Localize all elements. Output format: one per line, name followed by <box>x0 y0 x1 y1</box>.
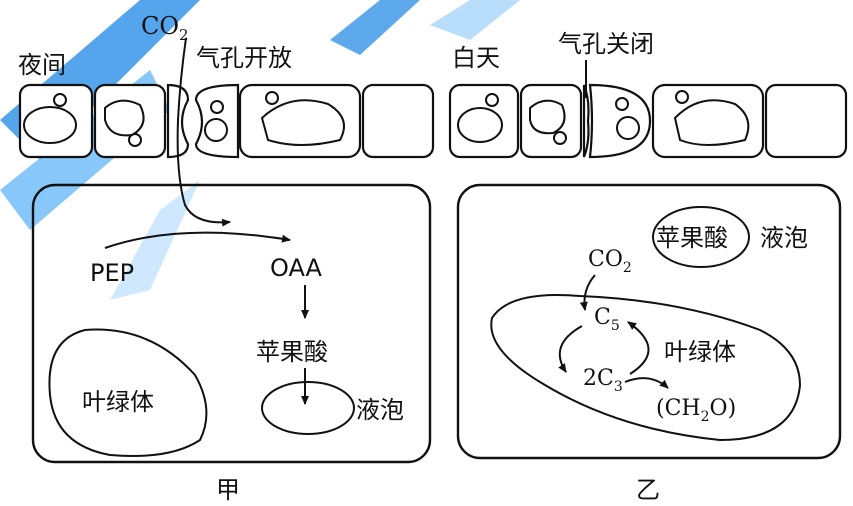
chloroplast-left <box>48 328 208 457</box>
chloroplast-label-right: 叶绿体 <box>664 338 736 366</box>
epidermal-cell <box>651 83 765 159</box>
epidermal-cell <box>238 83 362 159</box>
co2-entry-arrow <box>176 37 231 227</box>
c3-label: 2C3 <box>583 366 623 395</box>
c3-to-ch2o-arrow <box>624 377 669 389</box>
cell-nucleus <box>23 106 77 144</box>
oaa-label: OAA <box>270 254 323 282</box>
organelle <box>204 118 228 142</box>
cell-nucleus <box>529 99 566 135</box>
night-label: 夜间 <box>18 51 66 79</box>
co2-label-left: CO2 <box>141 12 189 44</box>
mesophyll-cell-left <box>31 183 432 464</box>
vacuole-label-right: 液泡 <box>760 224 808 252</box>
guard-cell <box>194 83 240 159</box>
organelle <box>53 93 67 107</box>
stoma-closed-label: 气孔关闭 <box>558 30 654 58</box>
chloroplast-label-left: 叶绿体 <box>82 388 154 416</box>
malic-acid-label-right: 苹果酸 <box>656 224 728 252</box>
organelle <box>485 93 499 107</box>
epidermal-cell <box>18 83 94 159</box>
organelle <box>615 97 629 111</box>
ch2o-label: (CH2O) <box>656 396 736 425</box>
c5-to-c3-arrow <box>558 325 583 373</box>
vacuole-right <box>652 206 750 268</box>
mesophyll-cell-right <box>456 183 842 460</box>
epidermis-row-right <box>448 83 848 159</box>
vacuole-label-left: 液泡 <box>356 396 404 424</box>
epidermis-row-left <box>18 83 435 159</box>
vacuole-left <box>261 381 355 435</box>
caption-yi: 乙 <box>636 476 660 504</box>
organelle <box>210 100 224 114</box>
cell-nucleus <box>104 99 145 137</box>
c3-to-c5-arrow <box>627 321 650 375</box>
day-label: 白天 <box>452 44 500 72</box>
co2-to-c5-arrow <box>579 274 596 311</box>
panel-jia: 夜间 CO2 气孔开放 PEP OAA 苹果酸 叶绿体 液泡 甲 <box>18 12 435 504</box>
cell-nucleus <box>457 107 503 143</box>
organelle <box>128 133 142 147</box>
epidermal-cell <box>361 83 435 159</box>
co2-label-right: CO2 <box>588 247 632 276</box>
epidermal-cell <box>764 83 848 159</box>
cell-nucleus <box>260 99 345 146</box>
organelle <box>553 131 567 145</box>
organelle <box>616 116 640 140</box>
epidermal-cell <box>448 83 520 159</box>
pep-label: PEP <box>90 259 134 287</box>
malic-acid-label-left: 苹果酸 <box>256 338 328 366</box>
caption-jia: 甲 <box>216 476 240 504</box>
panel-yi: 白天 气孔关闭 苹果酸 液泡 CO2 C5 叶绿体 2C3 (CH2O) 乙 <box>448 30 848 504</box>
stoma-open-label: 气孔开放 <box>196 44 292 72</box>
c5-label: C5 <box>594 305 620 334</box>
organelle <box>265 91 279 105</box>
chloroplast-right <box>490 293 802 442</box>
organelle <box>675 90 689 104</box>
cell-nucleus <box>673 99 750 146</box>
pep-to-oaa-arrow <box>104 231 291 249</box>
